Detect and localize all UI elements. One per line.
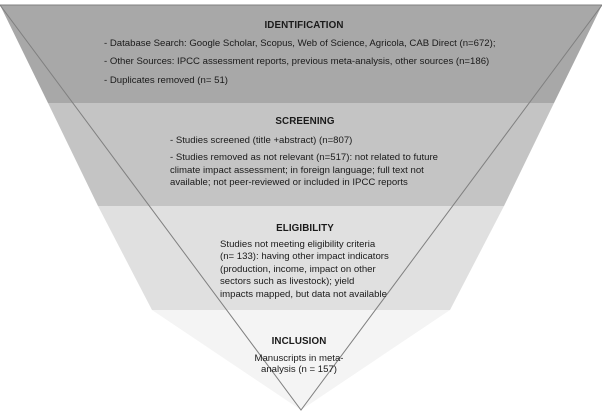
funnel-outline: [0, 4, 602, 411]
eligibility-band: [98, 206, 504, 310]
eligibility-stage: ELIGIBILITY Studies not meeting eligibil…: [220, 223, 390, 301]
identification-item-other-sources: - Other Sources: IPCC assessment reports…: [104, 56, 490, 67]
screening-title: SCREENING: [275, 116, 335, 127]
eligibility-text: Studies not meeting eligibility criteria…: [220, 238, 389, 300]
inclusion-text: Manuscripts in meta-analysis (n = 157): [254, 352, 344, 376]
identification-list: - Database Search: Google Scholar, Scopu…: [104, 38, 504, 88]
screening-stage: SCREENING - Studies screened (title +abs…: [170, 116, 440, 195]
inclusion-band: [152, 310, 450, 410]
identification-band: [0, 5, 602, 103]
identification-stage: IDENTIFICATION - Database Search: Google…: [104, 20, 504, 93]
identification-item-database-search: - Database Search: Google Scholar, Scopu…: [104, 37, 496, 49]
screening-list: - Studies screened (title +abstract) (n=…: [170, 135, 440, 190]
inclusion-title: INCLUSION: [271, 336, 327, 347]
screening-item-studies-removed: - Studies removed as not relevant (n=517…: [170, 152, 438, 188]
eligibility-title: ELIGIBILITY: [276, 223, 334, 234]
inclusion-stage: INCLUSION Manuscripts in meta-analysis (…: [254, 336, 344, 376]
screening-item-studies-screened: - Studies screened (title +abstract) (n=…: [170, 134, 353, 146]
identification-title: IDENTIFICATION: [264, 20, 344, 31]
screening-band: [48, 103, 554, 206]
identification-item-duplicates-removed: - Duplicates removed (n= 51): [104, 74, 228, 86]
